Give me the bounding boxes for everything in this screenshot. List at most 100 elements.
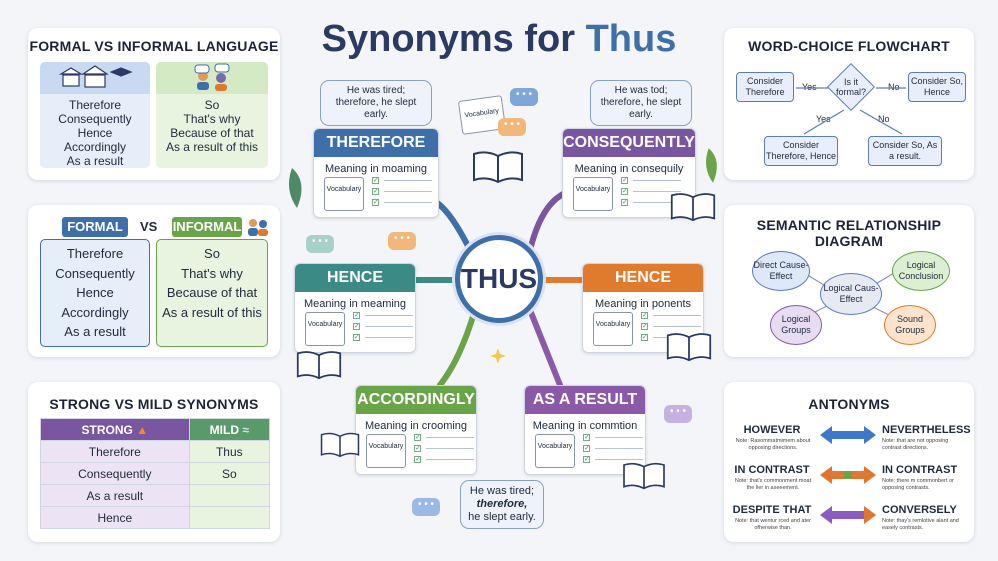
check-icon: ✓ — [621, 199, 628, 206]
book-icon — [320, 432, 360, 458]
informal-list-item: As a result of this — [162, 304, 262, 320]
antonym-right-note: Note: thay's remlotive alant and easely … — [882, 518, 959, 531]
checklist: ✓ ✓ ✓ — [353, 310, 413, 343]
chat-bubble-icon: • • • — [664, 405, 692, 423]
institution-icon — [40, 62, 150, 94]
card-therefore[interactable]: THEREFORE Meaning in moaming Vocabulary … — [313, 128, 439, 218]
mild-label: MILD — [209, 422, 239, 437]
informal-list-item: Because of that — [166, 285, 258, 300]
card-as-a-result-label: AS A RESULT — [525, 386, 645, 414]
mild-cell — [188, 506, 271, 529]
formal-informal-panel: FORMAL VS INFORMAL LANGUAGE Therefore Co… — [28, 28, 280, 180]
speech-bubble-top-left: He was tired; therefore, he slept early. — [320, 80, 432, 126]
connector-accordingly — [437, 307, 478, 388]
chat-bubble-icon: • • • — [306, 235, 334, 253]
checklist: ✓ ✓ ✓ — [583, 432, 643, 465]
mild-cell — [188, 484, 271, 507]
arrow-double-icon — [820, 426, 876, 444]
semantic-panel: SEMANTIC RELATIONSHIP DIAGRAM Direct Cau… — [724, 205, 974, 357]
chat-bubble-icon: • • • — [498, 118, 526, 136]
strong-cell: Therefore — [40, 440, 190, 463]
antonym-left-word: HOWEVER — [743, 424, 801, 436]
check-icon: ✓ — [353, 312, 360, 319]
formal-list-item: Accordingly — [61, 304, 129, 320]
card-therefore-meaning: Meaning in moaming — [324, 163, 428, 175]
checklist: ✓ ✓ ✓ — [621, 175, 681, 208]
center-node: THUS — [455, 235, 543, 323]
book-icon — [296, 351, 342, 380]
chat-bubble-icon: • • • — [388, 232, 416, 250]
informal-word: That's why — [183, 112, 241, 126]
card-hence-left[interactable]: HENCE Meaning in meaming Vocabulary ✓ ✓ … — [294, 263, 416, 353]
vocabulary-book-icon: Vocabulary — [366, 434, 406, 468]
vocabulary-book-icon: Vocabulary — [324, 177, 364, 211]
title-part-2: Thus — [585, 18, 677, 60]
informal-word: So — [204, 98, 220, 112]
strong-cell: Consequently — [40, 462, 190, 485]
semantic-logical-groups: Logical Groups — [770, 305, 822, 345]
strong-cell: As a result — [40, 484, 190, 507]
card-consequently-meaning: Meaning in consequily — [574, 163, 684, 175]
card-accordingly[interactable]: ACCORDINGLY Meaning in crooming Vocabula… — [355, 385, 477, 475]
formal-word: Consequently — [58, 112, 132, 126]
mild-header: MILD ≈ — [188, 418, 271, 441]
informal-label: INFORMAL — [172, 217, 242, 237]
card-therefore-label: THEREFORE — [314, 129, 438, 157]
book-icon — [473, 151, 523, 184]
people-icon — [246, 215, 270, 242]
vs-label: VS — [140, 219, 158, 234]
informal-list: So That's why Because of that As a resul… — [156, 239, 268, 347]
formal-word: Therefore — [68, 98, 122, 112]
formal-list-item: As a result — [64, 324, 126, 339]
flow-consider-so-as-result: Consider So, As a result. — [868, 136, 942, 166]
connector-as-result — [527, 307, 563, 388]
flow-no-1: No — [888, 82, 900, 92]
check-icon: ✓ — [414, 456, 421, 463]
check-icon: ✓ — [621, 188, 628, 195]
formal-label: FORMAL — [62, 217, 128, 237]
formal-column: Therefore Consequently Hence Accordingly… — [40, 62, 150, 168]
semantic-title: SEMANTIC RELATIONSHIP DIAGRAM — [756, 217, 942, 249]
strong-mild-title: STRONG VS MILD SYNONYMS — [49, 396, 259, 412]
center-label: THUS — [460, 263, 538, 294]
speech-bottom-line-2: therefore, — [476, 498, 528, 510]
antonym-left-note: Note: Rasommatmimem about opposing direc… — [735, 438, 811, 451]
speech-bubble-bottom: He was tired; therefore, he slept early. — [460, 480, 544, 529]
antonym-right-note: Note: there m commonbert or opposing con… — [882, 478, 954, 491]
speech-bottom-line-1: He was tired; — [469, 485, 535, 497]
formal-list-item: Hence — [76, 285, 114, 300]
card-consequently-label: CONSEQUENTLY — [563, 129, 695, 157]
check-icon: ✓ — [621, 177, 628, 184]
check-icon: ✓ — [414, 434, 421, 441]
antonym-right-word: IN CONTRAST — [882, 464, 958, 476]
book-icon — [670, 193, 716, 222]
check-icon: ✓ — [583, 445, 590, 452]
flow-yes-1: Yes — [802, 82, 817, 92]
informal-word: Because of that — [170, 126, 254, 140]
page-title: Synonyms for Thus — [0, 18, 998, 61]
formal-informal-title: FORMAL VS INFORMAL LANGUAGE — [29, 38, 279, 54]
chat-bubble-icon: • • • — [412, 498, 440, 516]
antonyms-panel: ANTONYMS HOWEVER Note: Rasommatmimem abo… — [724, 382, 974, 542]
antonym-left-note: Note: that wentur rced and ater ofherwis… — [735, 518, 811, 531]
flow-yes-2: Yes — [816, 114, 831, 124]
antonym-left-note: Note: that's commonment moat the lier in… — [734, 478, 812, 491]
semantic-direct: Direct Cause-Effect — [752, 251, 810, 291]
vocabulary-book-icon: Vocabulary — [593, 312, 633, 346]
arrow-double-icon — [820, 506, 876, 524]
card-hence-left-meaning: Meaning in meaming — [303, 298, 407, 310]
formal-word: As a result — [66, 154, 124, 168]
semantic-sound-groups: Sound Groups — [884, 305, 936, 345]
check-icon: ✓ — [372, 188, 379, 195]
flow-consider-therefore-hence: Consider Therefore, Hence — [764, 136, 838, 166]
card-hence-right-label: HENCE — [583, 264, 703, 292]
card-as-a-result[interactable]: AS A RESULT Meaning in commtion Vocabula… — [524, 385, 646, 475]
informal-list-item: That's why — [181, 265, 243, 281]
check-icon: ✓ — [414, 445, 421, 452]
antonym-right-word: NEVERTHELESS — [882, 424, 971, 436]
check-icon: ✓ — [641, 323, 648, 330]
leaf-icon — [706, 148, 717, 183]
informal-word: As a result of this — [165, 140, 259, 154]
card-hence-left-label: HENCE — [295, 264, 415, 292]
vocabulary-book-icon: Vocabulary — [573, 177, 613, 211]
